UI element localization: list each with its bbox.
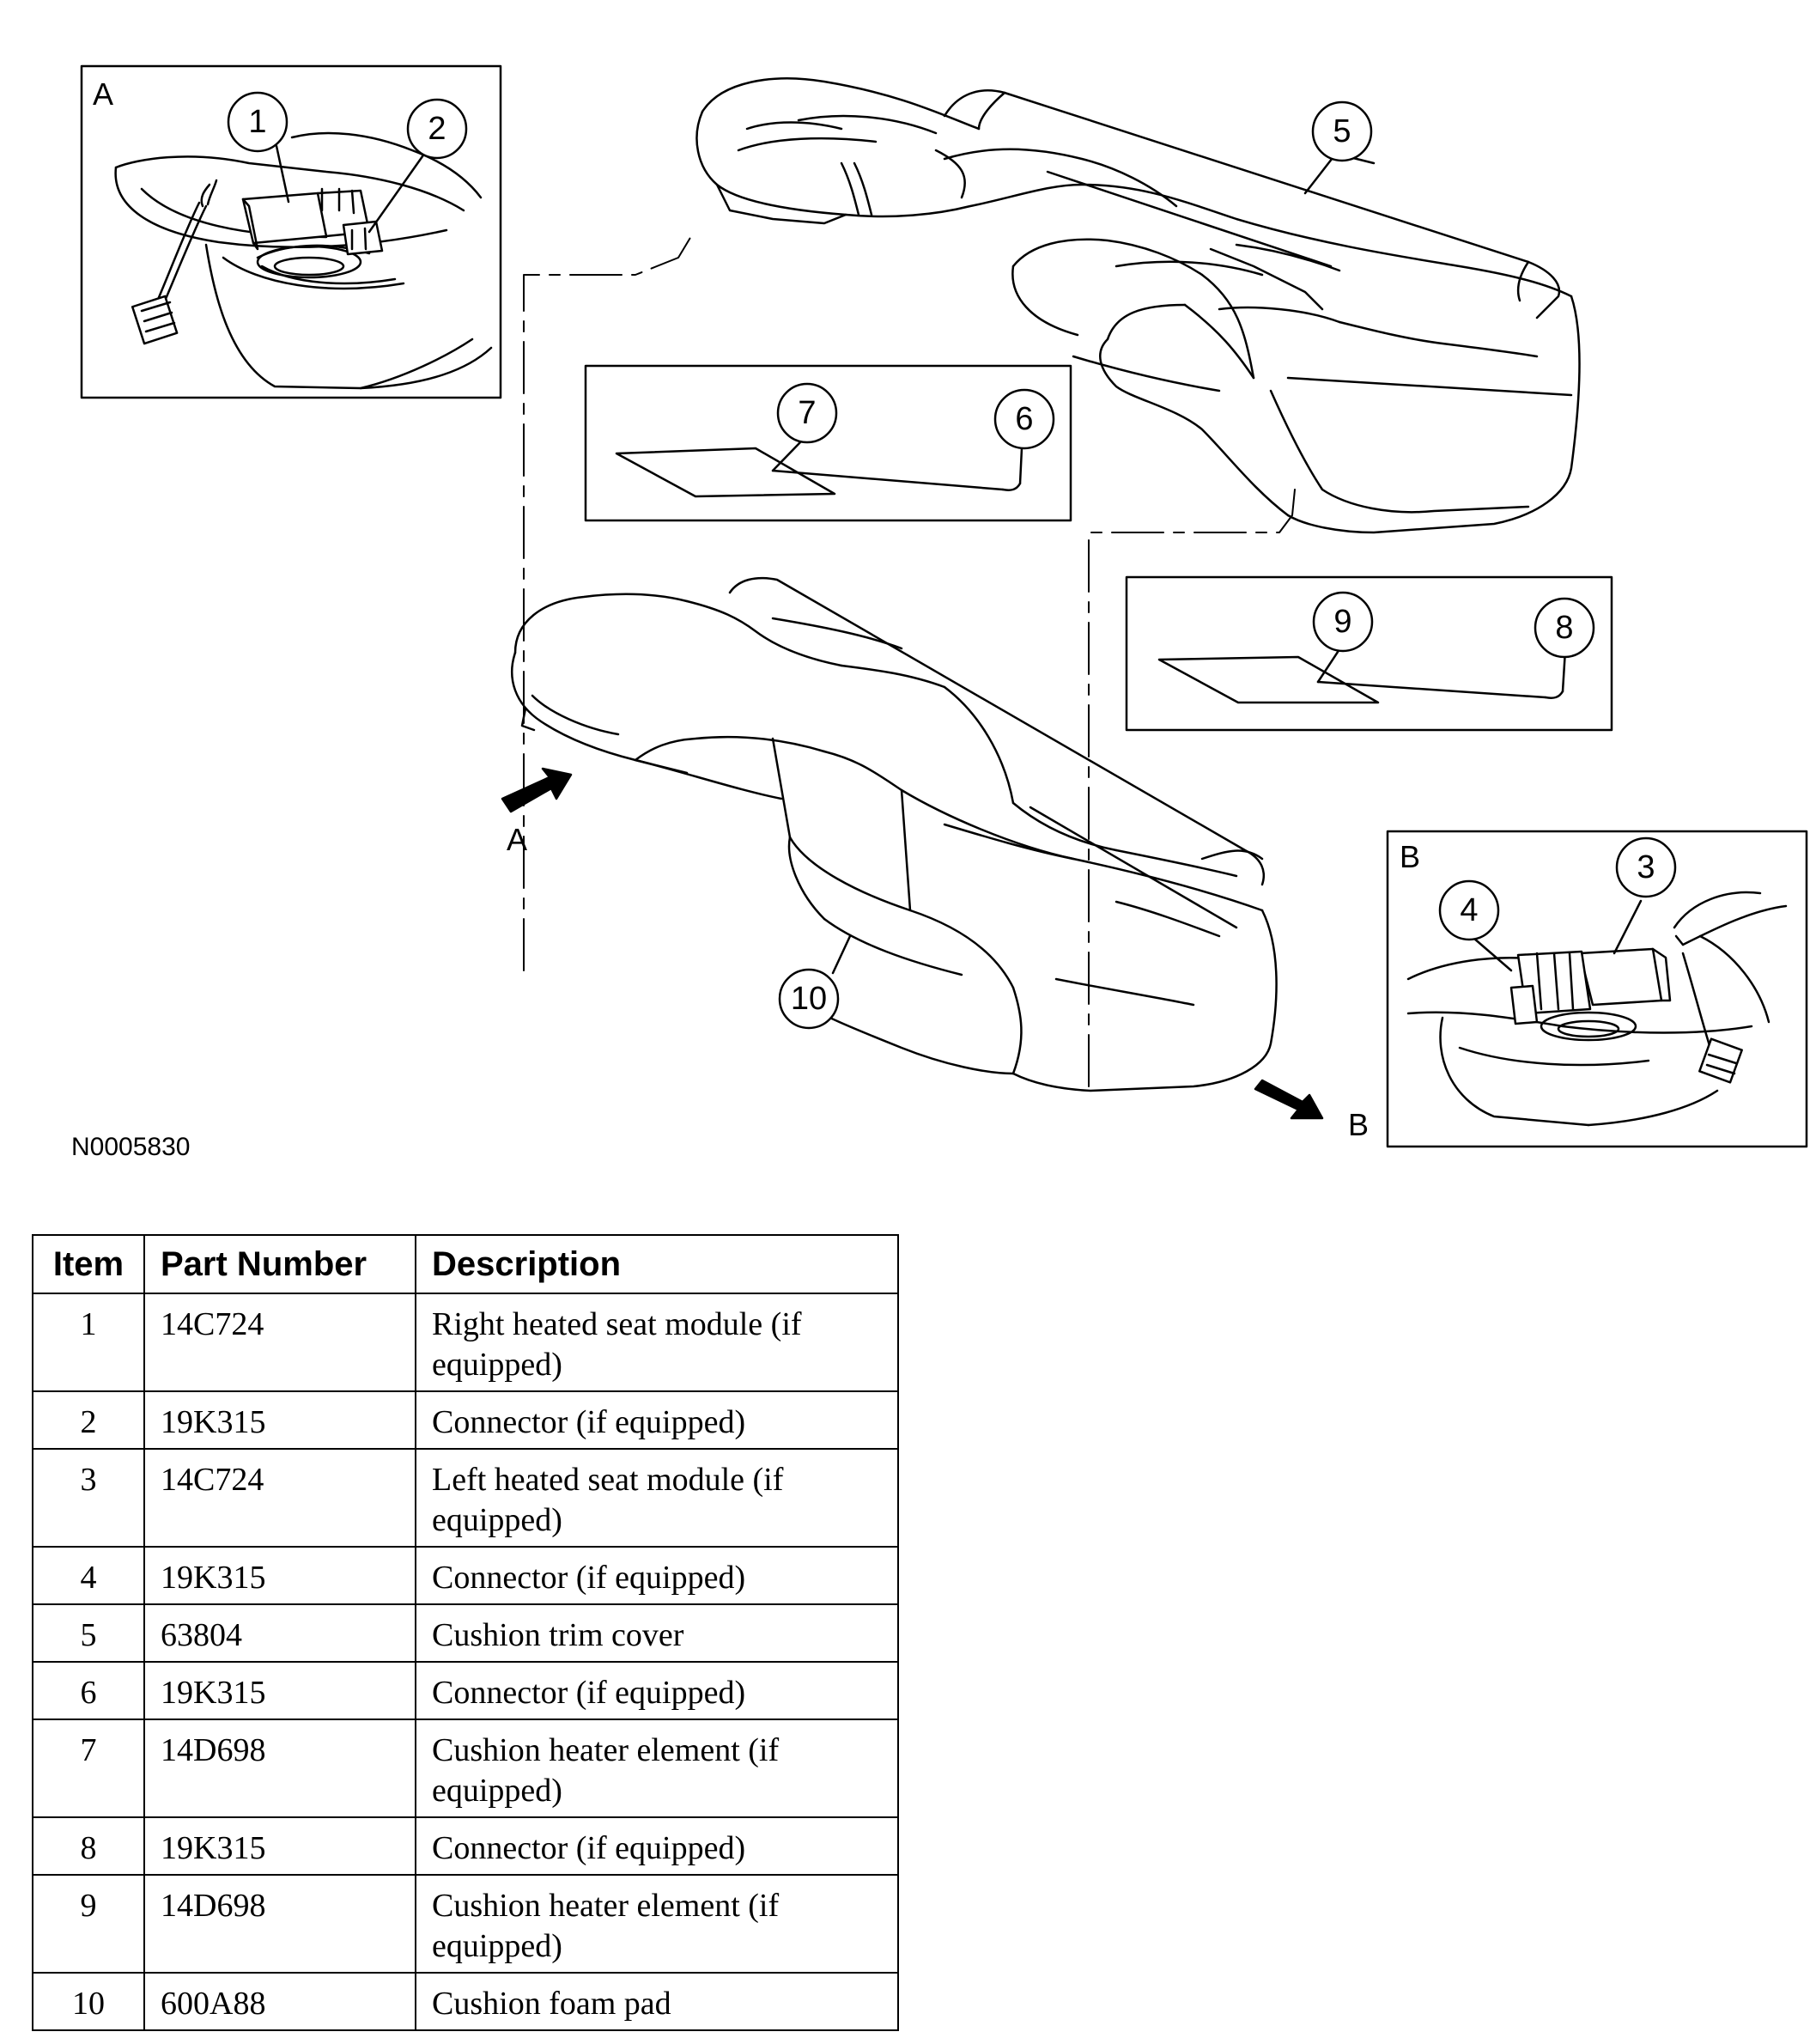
exploded-view-diagram: 1 2 3 4 5 6 7 8 9 10 A B A B N0005830 <box>71 64 1808 1161</box>
detail-a-inset <box>80 64 502 399</box>
callout-10: 10 <box>791 981 827 1017</box>
part-number-cell: 63804 <box>143 1603 416 1663</box>
description-cell: Connector (if equipped) <box>415 1390 899 1450</box>
item-cell: 7 <box>32 1719 145 1818</box>
callout-7: 7 <box>798 395 816 431</box>
item-cell: 4 <box>32 1546 145 1605</box>
callout-6: 6 <box>1015 401 1033 437</box>
table-row: 8 19K315 Connector (if equipped) <box>32 1816 899 1876</box>
part-number-cell: 19K315 <box>143 1661 416 1720</box>
item-cell: 3 <box>32 1448 145 1548</box>
callout-8: 8 <box>1555 610 1573 646</box>
table-row: 9 14D698 Cushion heater element (if equi… <box>32 1874 899 1974</box>
table-row: 7 14D698 Cushion heater element (if equi… <box>32 1719 899 1818</box>
item-cell: 6 <box>32 1661 145 1720</box>
part-number-cell: 14C724 <box>143 1448 416 1548</box>
table-row: 3 14C724 Left heated seat module (if equ… <box>32 1448 899 1548</box>
cushion-trim-cover-drawing <box>695 77 1581 534</box>
part-number-cell: 600A88 <box>143 1972 416 2031</box>
callout-2: 2 <box>428 111 446 147</box>
description-cell: Cushion trim cover <box>415 1603 899 1663</box>
callout-4: 4 <box>1460 892 1478 928</box>
table-row: 10 600A88 Cushion foam pad <box>32 1972 899 2031</box>
table-row: 5 63804 Cushion trim cover <box>32 1603 899 1663</box>
detail-b-inset <box>1386 830 1808 1148</box>
description-cell: Cushion foam pad <box>415 1972 899 2031</box>
item-cell: 10 <box>32 1972 145 2031</box>
table-row: 4 19K315 Connector (if equipped) <box>32 1546 899 1605</box>
item-cell: 8 <box>32 1816 145 1876</box>
arrow-a-label: A <box>507 822 527 857</box>
detail-box-9-8 <box>1125 575 1613 732</box>
arrow-b-label: B <box>1348 1107 1369 1142</box>
description-cell: Cushion heater element (if equipped) <box>415 1874 899 1974</box>
detail-b-label: B <box>1400 839 1420 874</box>
header-description: Description <box>415 1234 899 1294</box>
table-row: 6 19K315 Connector (if equipped) <box>32 1661 899 1720</box>
part-number-cell: 14D698 <box>143 1874 416 1974</box>
callout-1: 1 <box>248 104 266 140</box>
description-cell: Right heated seat module (if equipped) <box>415 1293 899 1392</box>
item-cell: 5 <box>32 1603 145 1663</box>
part-number-cell: 19K315 <box>143 1546 416 1605</box>
description-cell: Connector (if equipped) <box>415 1816 899 1876</box>
header-part-number: Part Number <box>143 1234 416 1294</box>
figure-id: N0005830 <box>71 1133 190 1161</box>
description-cell: Connector (if equipped) <box>415 1661 899 1720</box>
item-cell: 9 <box>32 1874 145 1974</box>
part-number-cell: 19K315 <box>143 1816 416 1876</box>
parts-table: Item Part Number Description 1 14C724 Ri… <box>32 1234 899 2031</box>
description-cell: Left heated seat module (if equipped) <box>415 1448 899 1548</box>
description-cell: Cushion heater element (if equipped) <box>415 1719 899 1818</box>
arrow-b <box>1254 1079 1324 1120</box>
part-number-cell: 14D698 <box>143 1719 416 1818</box>
callout-9: 9 <box>1333 604 1351 640</box>
item-cell: 1 <box>32 1293 145 1392</box>
header-item: Item <box>32 1234 145 1294</box>
callout-5: 5 <box>1333 113 1351 149</box>
part-number-cell: 19K315 <box>143 1390 416 1450</box>
part-number-cell: 14C724 <box>143 1293 416 1392</box>
detail-box-7-6 <box>584 364 1072 522</box>
table-row: 2 19K315 Connector (if equipped) <box>32 1390 899 1450</box>
description-cell: Connector (if equipped) <box>415 1546 899 1605</box>
table-header-row: Item Part Number Description <box>32 1234 899 1294</box>
table-row: 1 14C724 Right heated seat module (if eq… <box>32 1293 899 1392</box>
callout-3: 3 <box>1637 849 1655 885</box>
detail-a-label: A <box>93 76 113 112</box>
cushion-foam-pad-drawing <box>511 576 1278 1092</box>
arrow-a <box>501 767 573 813</box>
item-cell: 2 <box>32 1390 145 1450</box>
